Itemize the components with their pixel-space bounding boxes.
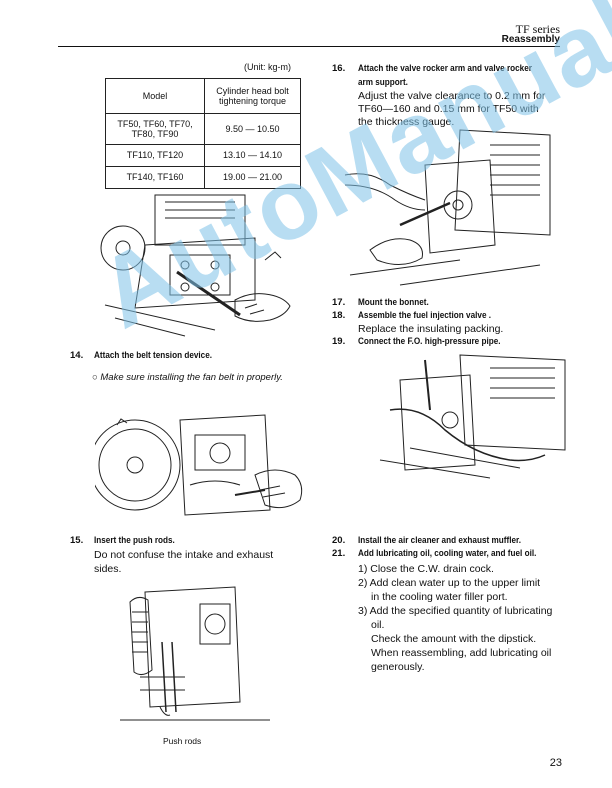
model-line2: TF80, TF90 xyxy=(131,129,179,139)
table-cell-model: TF110, TF120 xyxy=(105,144,205,167)
step-21-item5-cont: generously. xyxy=(371,661,425,673)
step-16-text-line2: TF60—160 and 0.15 mm for TF50 with xyxy=(358,103,539,115)
figure-valve-clearance xyxy=(344,129,551,286)
step-20-number: 20. xyxy=(332,535,346,546)
step-16-number: 16. xyxy=(332,63,346,74)
step-21-item3-cont: oil. xyxy=(371,619,385,631)
step-14-note: ○ Make sure installing the fan belt in p… xyxy=(92,372,283,383)
step-21-item5: When reassembling, add lubricating oil xyxy=(371,647,552,659)
figure-belt-tension-device xyxy=(95,414,303,516)
step-18-title: Assemble the fuel injection valve . xyxy=(358,310,492,321)
step-16-text-line1: Adjust the valve clearance to 0.2 mm for xyxy=(358,90,546,102)
step-21-title: Add lubricating oil, cooling water, and … xyxy=(358,548,537,559)
step-18-text-line1: Replace the insulating packing. xyxy=(358,323,504,335)
torque-header-line2: tightening torque xyxy=(218,96,287,106)
table-header-model: Model xyxy=(105,78,205,114)
torque-header-line1: Cylinder head bolt xyxy=(216,85,289,96)
step-15-text-line2: sides. xyxy=(94,563,122,575)
step-21-item4: Check the amount with the dipstick. xyxy=(371,633,537,645)
step-16-title-line2: arm support. xyxy=(358,77,408,88)
step-14-title: Attach the belt tension device. xyxy=(94,350,213,361)
step-19-number: 19. xyxy=(332,336,346,347)
header-section: Reassembly xyxy=(501,34,560,45)
table-cell-torque: 13.10 — 14.10 xyxy=(204,144,301,167)
table-row: TF110, TF120 13.10 — 14.10 xyxy=(105,144,301,167)
page-number: 23 xyxy=(549,757,562,769)
step-16-text-line3: the thickness gauge. xyxy=(358,116,455,128)
figure-push-rods xyxy=(120,586,270,721)
table-row: TF50, TF60, TF70,TF80, TF90 9.50 — 10.50 xyxy=(105,113,301,145)
step-17-number: 17. xyxy=(332,297,346,308)
step-21-item2-cont: in the cooling water filler port. xyxy=(371,591,508,603)
model-line1: TF50, TF60, TF70, xyxy=(117,118,193,129)
table-cell-torque: 9.50 — 10.50 xyxy=(204,113,301,145)
step-17-title: Mount the bonnet. xyxy=(358,297,429,308)
header-rule xyxy=(58,46,560,47)
push-rods-caption: Push rods xyxy=(163,736,202,746)
step-14-number: 14. xyxy=(70,350,84,361)
figure-fuel-injection-pipe xyxy=(379,354,566,479)
step-21-item2: 2) Add clean water up to the upper limit xyxy=(358,577,541,589)
step-19-title: Connect the F.O. high-pressure pipe. xyxy=(358,336,501,347)
step-16-title-line1: Attach the valve rocker arm and valve ro… xyxy=(358,63,532,74)
step-21-item3: 3) Add the specified quantity of lubrica… xyxy=(358,605,553,617)
step-18-number: 18. xyxy=(332,310,346,321)
step-21-number: 21. xyxy=(332,548,346,559)
step-15-number: 15. xyxy=(70,535,84,546)
step-21-item1: 1) Close the C.W. drain cock. xyxy=(358,563,494,575)
table-unit: (Unit: kg-m) xyxy=(244,62,291,72)
step-20-title: Install the air cleaner and exhaust muff… xyxy=(358,535,522,546)
table-cell-model: TF50, TF60, TF70,TF80, TF90 xyxy=(105,113,205,145)
figure-head-bolt-tightening xyxy=(100,194,291,337)
table-cell-model: TF140, TF160 xyxy=(105,166,205,189)
step-15-title: Insert the push rods. xyxy=(94,535,175,546)
step-15-text-line1: Do not confuse the intake and exhaust xyxy=(94,549,274,561)
header-series: TF series xyxy=(515,22,560,36)
table-row: TF140, TF160 19.00 — 21.00 xyxy=(105,166,301,189)
table-cell-torque: 19.00 — 21.00 xyxy=(204,166,301,189)
